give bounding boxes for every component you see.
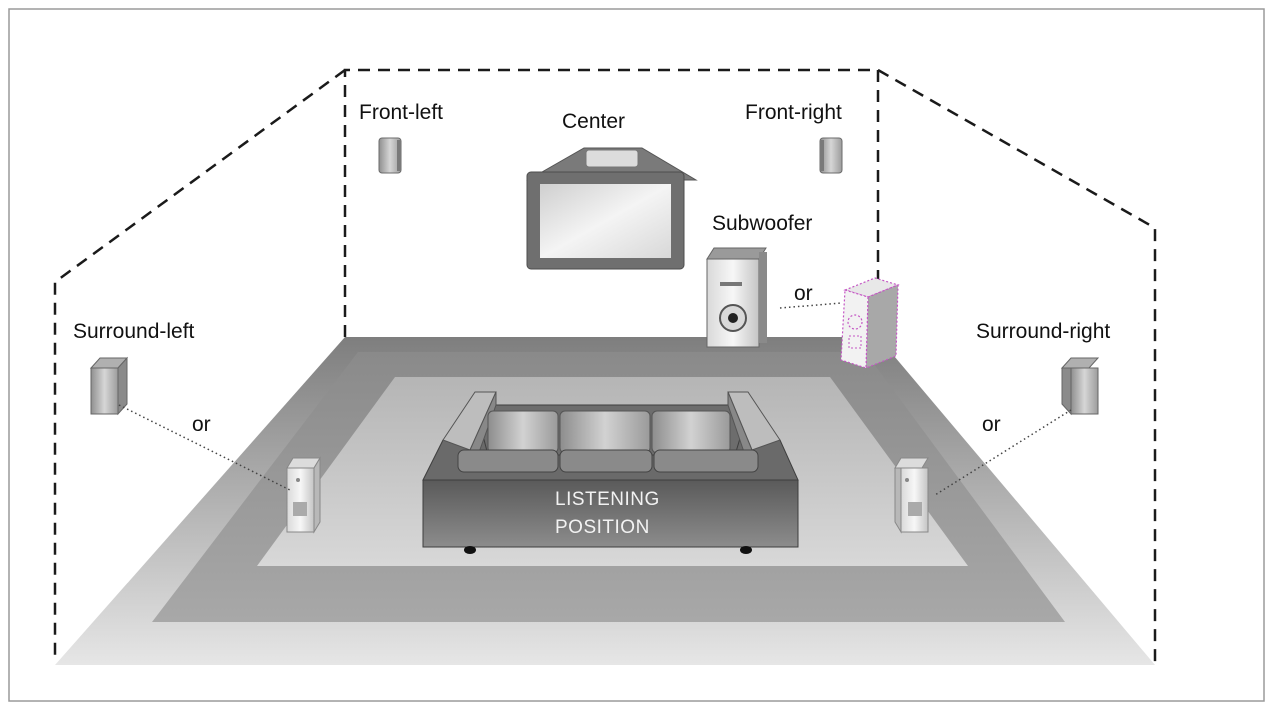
surround-left-or-connector: [118, 404, 291, 491]
front-right-label: Front-right: [745, 101, 842, 124]
center-label: Center: [562, 110, 625, 133]
surround-right-or-label: or: [982, 413, 1001, 436]
subwoofer-or-label: or: [794, 282, 813, 305]
subwoofer-or-connector: [779, 302, 843, 309]
listening-position-label-line2: POSITION: [555, 517, 650, 538]
subwoofer-icon: [706, 247, 767, 348]
front-left-label: Front-left: [359, 101, 443, 124]
alt-subwoofer-icon: [840, 277, 900, 369]
surround-right-alt-speaker-icon: [894, 457, 929, 534]
subwoofer-label: Subwoofer: [712, 212, 812, 235]
room-outline: [53, 68, 1157, 662]
television: [526, 147, 698, 270]
sofa: [422, 391, 799, 554]
center-speaker-icon: [585, 149, 639, 168]
listening-position-label-line1: LISTENING: [555, 489, 660, 510]
surround-right-label: Surround-right: [976, 320, 1110, 343]
surround-left-speaker-icon: [89, 356, 129, 416]
front-right-speaker-icon: [819, 137, 843, 174]
surround-left-or-label: or: [192, 413, 211, 436]
surround-right-speaker-icon: [1060, 357, 1100, 416]
front-left-speaker-icon: [378, 137, 402, 174]
surround-left-alt-speaker-icon: [286, 456, 321, 534]
surround-left-label: Surround-left: [73, 320, 195, 343]
